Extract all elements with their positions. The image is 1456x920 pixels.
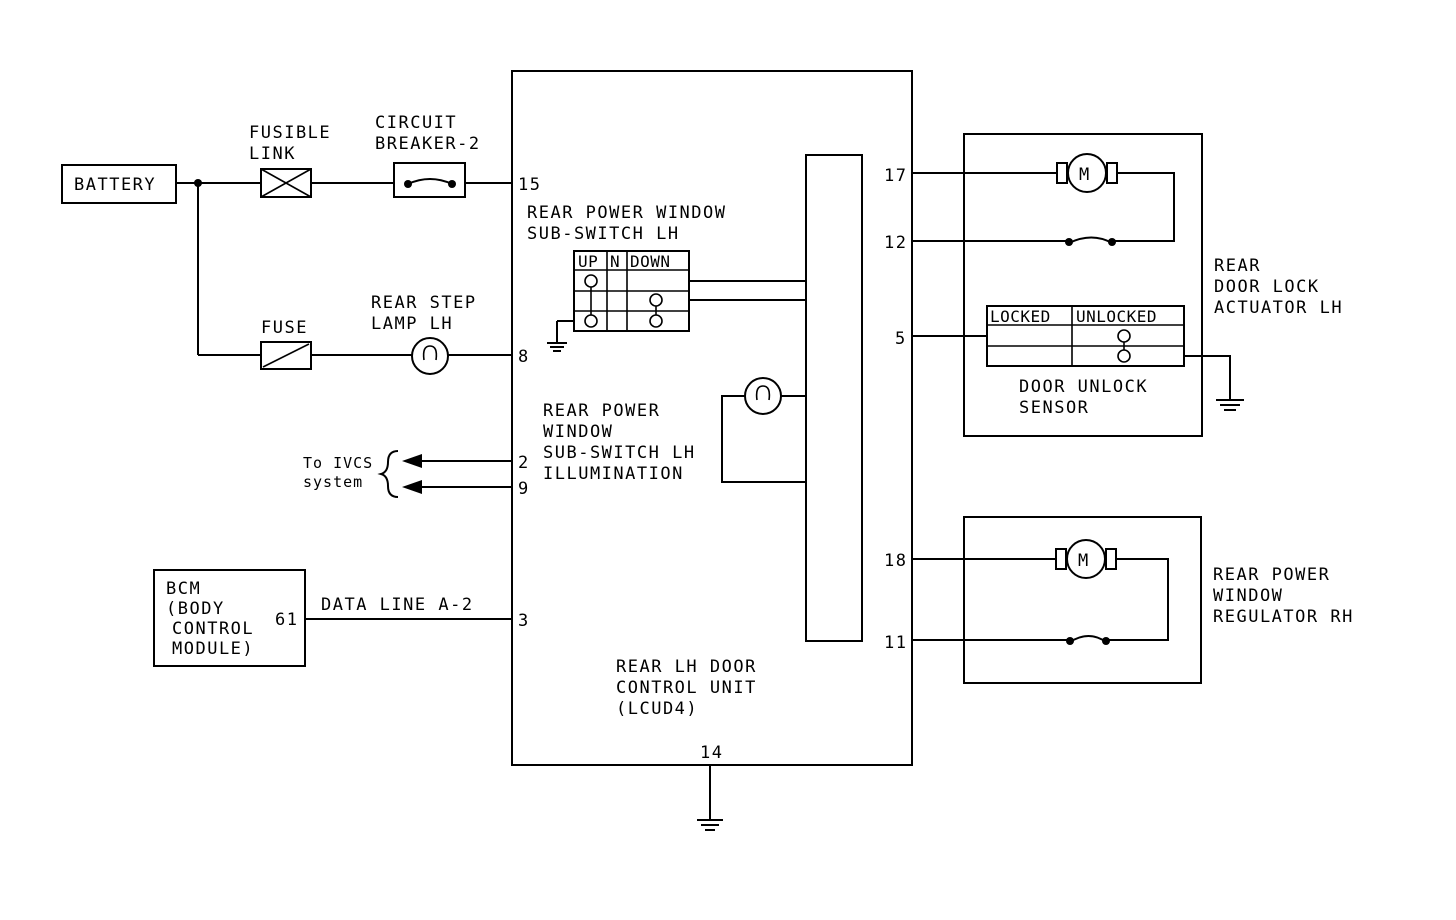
control-unit-bus-bar <box>805 154 863 642</box>
door-lock-actuator: M LOCKED UNLOCKED DOOR UNLOCK SENSOR REA… <box>912 133 1343 437</box>
fusible-link-label-1: FUSIBLE <box>249 123 331 143</box>
fusible-link: FUSIBLE LINK <box>249 123 331 198</box>
ground-symbol <box>697 765 723 831</box>
window-regulator-label-3: REGULATOR RH <box>1213 607 1354 627</box>
pin-3: 3 <box>518 611 530 631</box>
ivcs-label-1: To IVCS <box>303 454 373 472</box>
door-unlock-sensor-label-1: DOOR UNLOCK <box>1019 377 1148 397</box>
pin-11: 11 <box>884 633 907 653</box>
illumination-block: REAR POWER WINDOW SUB-SWITCH LH ILLUMINA… <box>543 377 806 484</box>
sub-switch-header-up: UP <box>578 252 598 271</box>
circuit-breaker-label-2: BREAKER-2 <box>375 134 481 154</box>
bcm-pin-61: 61 <box>275 610 298 630</box>
sub-switch-label-2: SUB-SWITCH LH <box>527 224 680 244</box>
bcm: BCM (BODY CONTROL MODULE) 61 <box>153 569 306 667</box>
bcm-label-1: BCM <box>166 579 201 599</box>
window-regulator: M REAR POWER WINDOW REGULATOR RH <box>912 516 1354 684</box>
door-unlock-sensor-label-2: SENSOR <box>1019 398 1089 418</box>
sub-switch-label-1: REAR POWER WINDOW <box>527 203 727 223</box>
pin-9: 9 <box>518 479 530 499</box>
sub-switch-block: REAR POWER WINDOW SUB-SWITCH LH UP N DOW… <box>527 203 727 352</box>
control-unit-label-2: CONTROL UNIT <box>616 678 757 698</box>
rear-step-lamp: REAR STEP LAMP LH <box>371 293 477 375</box>
circuit-breaker-label-1: CIRCUIT <box>375 113 457 133</box>
door-lock-actuator-label-1: REAR <box>1214 256 1261 276</box>
fusible-link-label-2: LINK <box>249 144 296 164</box>
fuse-label: FUSE <box>261 318 308 338</box>
door-lock-motor-label: M <box>1079 165 1091 185</box>
bcm-label-2: (BODY <box>166 599 225 619</box>
sub-switch-header-n: N <box>610 252 620 271</box>
pin-15: 15 <box>518 175 541 195</box>
bcm-label-4: MODULE) <box>172 639 254 659</box>
control-unit-label-1: REAR LH DOOR <box>616 657 757 677</box>
window-regulator-label-2: WINDOW <box>1213 586 1283 606</box>
window-regulator-label-1: REAR POWER <box>1213 565 1330 585</box>
illumination-label-1: REAR POWER <box>543 401 660 421</box>
fuse: FUSE <box>260 318 312 370</box>
pin-12: 12 <box>884 233 907 253</box>
door-lock-actuator-label-2: DOOR LOCK <box>1214 277 1320 297</box>
sub-switch-header-down: DOWN <box>630 252 671 271</box>
ivcs-connection: To IVCS system <box>303 450 512 498</box>
door-lock-actuator-label-3: ACTUATOR LH <box>1214 298 1343 318</box>
illumination-label-4: ILLUMINATION <box>543 464 684 484</box>
ivcs-label-2: system <box>303 473 363 491</box>
pin-8: 8 <box>518 347 530 367</box>
circuit-breaker: CIRCUIT BREAKER-2 <box>375 113 481 198</box>
pin-2: 2 <box>518 453 530 473</box>
table-header-unlocked: UNLOCKED <box>1076 307 1157 326</box>
battery-label: BATTERY <box>74 175 156 195</box>
rear-step-lamp-label-1: REAR STEP <box>371 293 477 313</box>
illumination-label-2: WINDOW <box>543 422 613 442</box>
pin-18: 18 <box>884 551 907 571</box>
data-line-label: DATA LINE A-2 <box>321 595 474 615</box>
pin-14: 14 <box>700 743 723 763</box>
rear-step-lamp-label-2: LAMP LH <box>371 314 453 334</box>
battery: BATTERY <box>61 164 177 204</box>
control-unit-label-3: (LCUD4) <box>616 699 698 719</box>
pin-17: 17 <box>884 166 907 186</box>
illumination-label-3: SUB-SWITCH LH <box>543 443 696 463</box>
bcm-label-3: CONTROL <box>172 619 254 639</box>
table-header-locked: LOCKED <box>990 307 1051 326</box>
pin-5: 5 <box>895 329 907 349</box>
window-motor-label: M <box>1078 551 1090 571</box>
